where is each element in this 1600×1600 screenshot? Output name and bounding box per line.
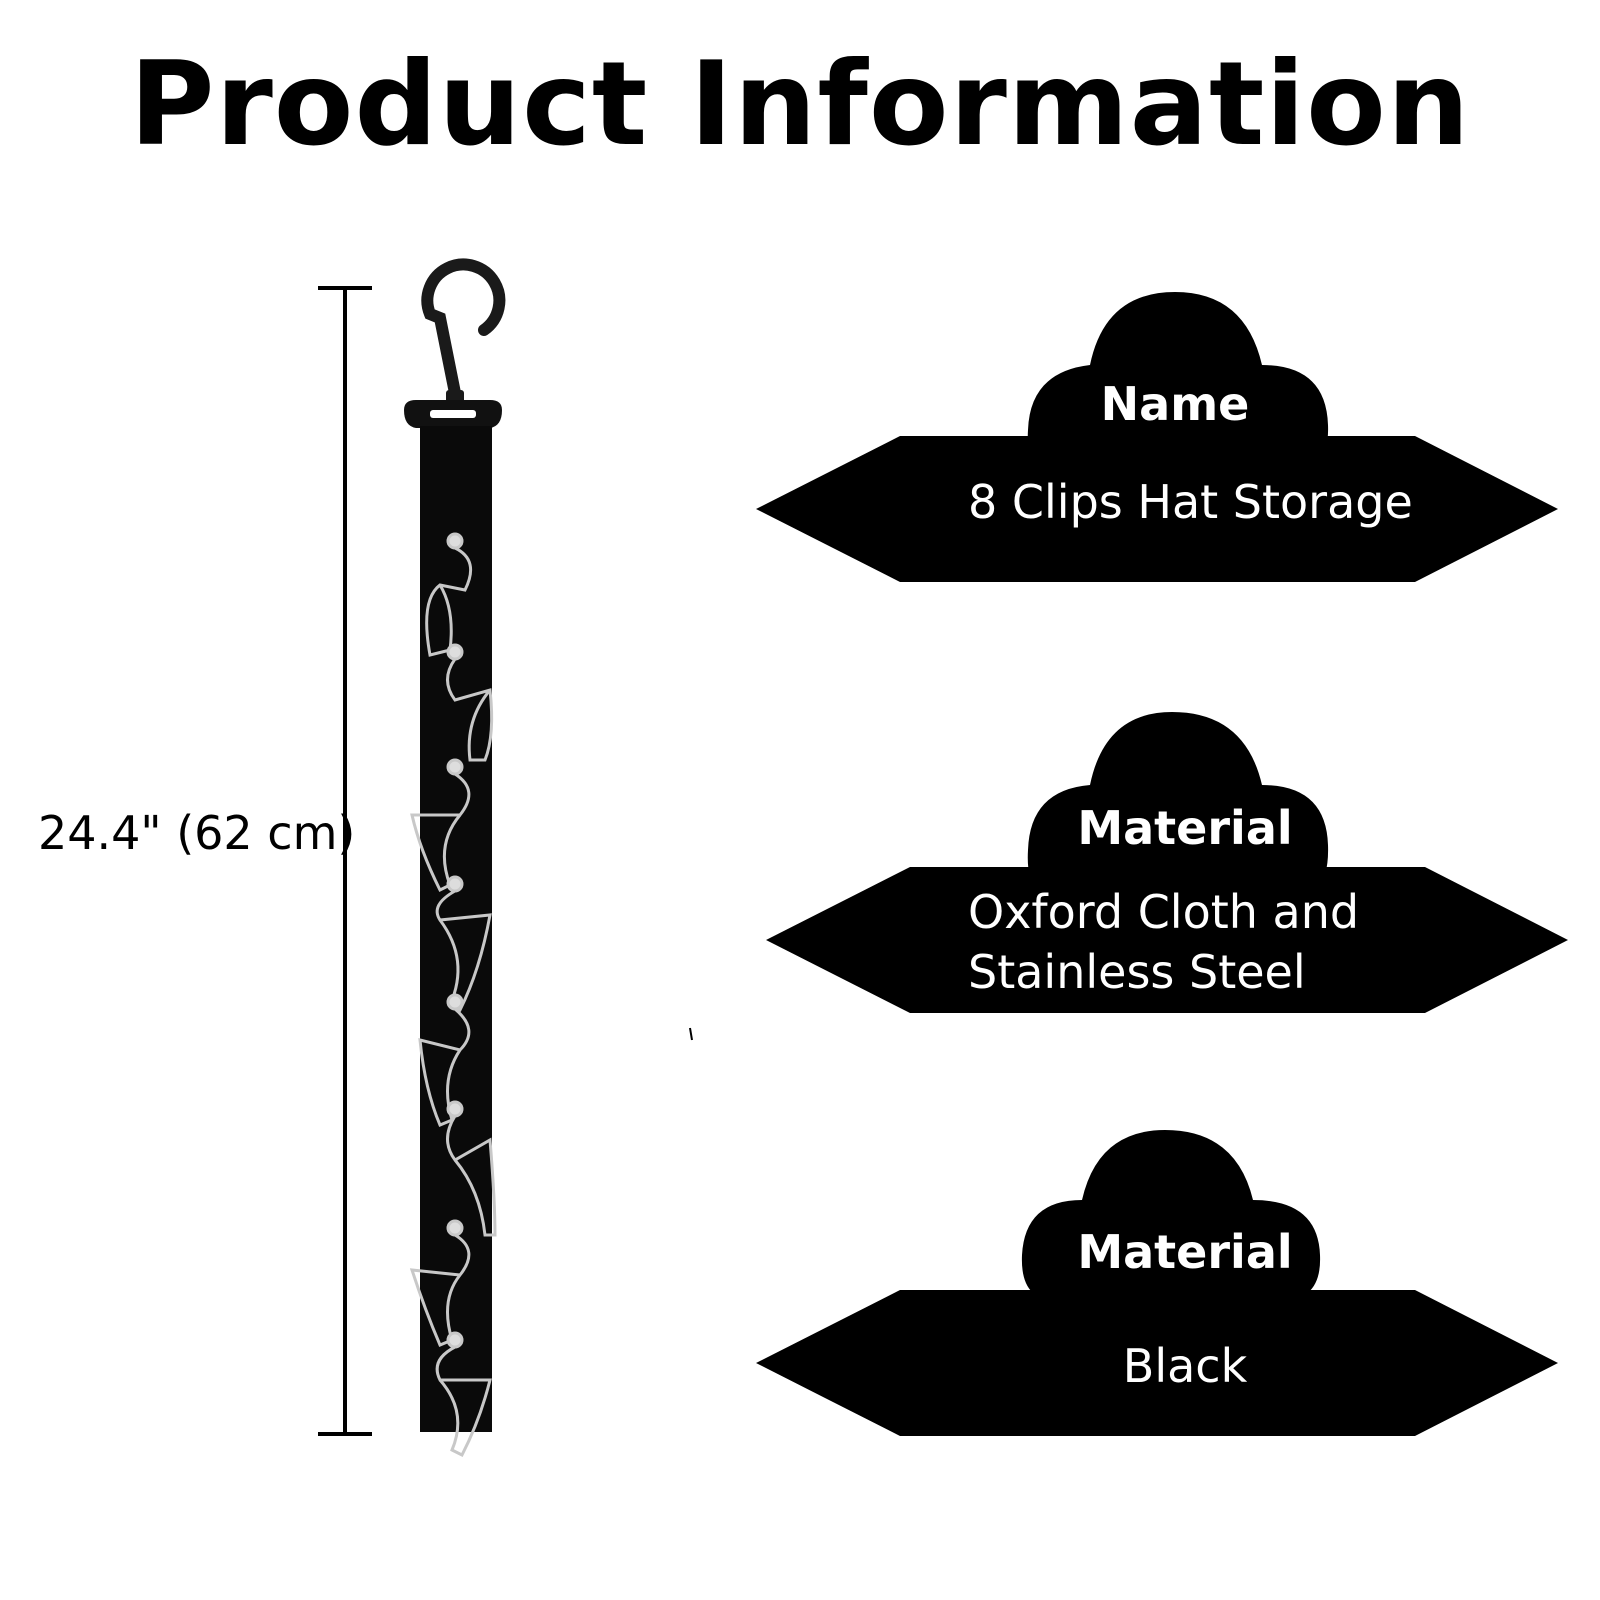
spec-value: Black: [1122, 1339, 1248, 1393]
spec-label: Material: [1077, 1225, 1293, 1279]
spec-label: Name: [1100, 377, 1250, 431]
clip-icon: [409, 532, 497, 1458]
height-dimension-label: 24.4" (62 cm): [38, 806, 356, 860]
spec-value-line2: Stainless Steel: [968, 945, 1306, 999]
spec-value: 8 Clips Hat Storage: [968, 475, 1413, 529]
spec-label: Material: [1077, 801, 1293, 855]
page-title: Product Information: [129, 37, 1471, 172]
hook-icon: [404, 258, 506, 428]
spec-value-line1: Oxford Cloth and: [968, 885, 1360, 939]
dimension-line: [318, 286, 372, 1436]
